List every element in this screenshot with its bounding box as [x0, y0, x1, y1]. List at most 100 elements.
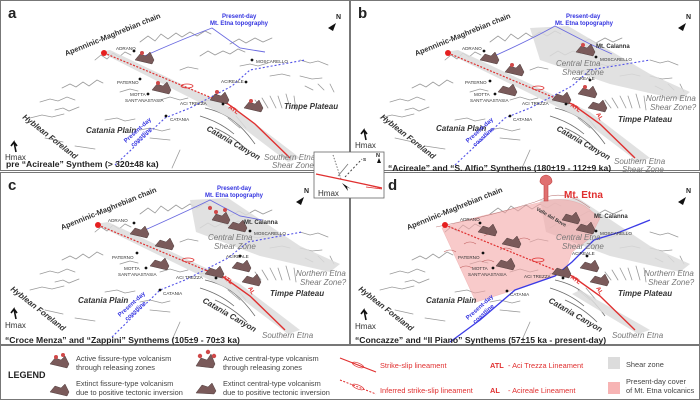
town-label: ADRANO — [116, 46, 136, 51]
town-label: CATANIA — [170, 117, 190, 122]
volcanic-centers — [129, 206, 262, 287]
hmax-arrow-icon — [342, 183, 351, 191]
lineament-label: ATL — [569, 103, 582, 115]
shear-zone-label: Northern Etna — [296, 269, 346, 278]
legend-label: - Aci Trezza Lineament — [508, 361, 583, 370]
hmax-label: Hmax — [355, 141, 376, 150]
panel-d: ADRANO PATERNO MOTTA SANT'ANASTASIA CATA… — [350, 172, 700, 345]
town-label: ACIREALE — [572, 251, 595, 256]
lineament-label: ATL — [227, 105, 240, 117]
hmax-label: Hmax — [355, 322, 376, 331]
legend-label: Strike-slip lineament — [380, 361, 447, 370]
shear-zone-label: Shear Zone? — [650, 103, 697, 112]
shear-zone-label: Southern Etna — [264, 153, 316, 162]
coastline — [454, 59, 651, 166]
town-label: MOSCARELLO — [254, 231, 286, 236]
lineament-origin — [101, 50, 107, 56]
inset-north-label: N — [376, 153, 380, 159]
legend-label: Shear zone — [626, 360, 664, 369]
shear-zone-label: Shear Zone — [562, 68, 604, 77]
legend-label: Present-day cover — [626, 377, 687, 386]
shear-zone — [572, 290, 650, 334]
legend-title: LEGEND — [8, 370, 46, 380]
topography-label: Present-day — [222, 14, 257, 20]
coastline — [111, 231, 303, 338]
legend-label: due to positive tectonic inversion — [223, 388, 330, 397]
coastline — [449, 219, 651, 343]
volcano-icon — [539, 174, 553, 202]
topography-label: Present-day — [566, 14, 601, 20]
inferred-lineament — [97, 224, 206, 271]
hmax-label: Hmax — [5, 321, 26, 330]
lineament-label: AL — [594, 286, 603, 296]
plain-label: Catania Plain — [426, 296, 476, 305]
extinct-central-volcanism-icon — [195, 382, 217, 395]
shear-zone — [100, 50, 300, 162]
town-label: MOTTA — [472, 266, 489, 271]
cover-outline — [435, 194, 591, 228]
legend-label: through releasing zones — [76, 363, 155, 372]
mt-etna-label: Mt. Etna — [564, 190, 603, 201]
panel-caption: “Concazze” and “Il Piano” Synthems (57±1… — [355, 335, 606, 345]
legend-label: Extinct fissure-type volcanism — [76, 379, 173, 388]
town-label: ACI TREZZA — [522, 101, 550, 106]
legend-label: - Acireale Lineament — [508, 386, 575, 395]
panel-letter: b — [358, 5, 367, 22]
north-arrow-icon — [678, 23, 686, 31]
lineament-symbol — [531, 257, 545, 263]
fracture-trace — [344, 158, 363, 178]
shear-zone-swatch — [608, 357, 620, 369]
lineament-symbol — [181, 257, 195, 263]
lineament-origin — [445, 50, 451, 56]
shear-zone-label: Shear Zone — [562, 242, 604, 251]
hmax-arrow-icon — [360, 128, 368, 141]
town-label: ACI TREZZA — [176, 275, 204, 280]
town-label: ADRANO — [108, 218, 128, 223]
shear-zone-label: Central Etna — [556, 59, 601, 68]
shear-zone-label: Shear Zone — [272, 161, 314, 170]
shear-zone-label: Southern Etna — [612, 331, 664, 340]
inset-hmax-label: Hmax — [318, 189, 339, 198]
north-label: N — [686, 188, 691, 195]
legend: LEGEND Active fissure-type volcanism thr… — [0, 345, 700, 400]
panel-letter: a — [8, 5, 17, 22]
lineament-label: AL — [594, 112, 603, 122]
lineament-origin — [442, 222, 448, 228]
town-label: ACIREALE — [221, 79, 244, 84]
extinct-fissure-volcanism-icon — [49, 383, 70, 397]
shear-zone-label: Northern Etna — [644, 269, 694, 278]
town-label: CATANIA — [163, 291, 183, 296]
inferred-lineament — [444, 224, 556, 271]
active-central-volcanism-icon — [195, 349, 217, 369]
stress-inset: S Hmax N — [313, 151, 385, 199]
shear-zone-label: Shear Zone — [214, 242, 256, 251]
lineament-label: AL — [246, 286, 255, 296]
shear-zone-label: Shear Zone — [622, 165, 664, 174]
inferred-strike-slip-lineament-icon — [339, 379, 377, 395]
place-label: Mt. Calanna — [244, 220, 278, 226]
town-label: CATANIA — [510, 292, 530, 297]
place-label: Mt. Calanna — [596, 44, 630, 50]
hmax-arrow-icon — [10, 307, 18, 320]
inset-lineament-arrows — [363, 183, 383, 190]
town-label: SANT'ANASTASIA — [468, 272, 508, 277]
north-label: N — [686, 14, 691, 21]
town-label: SANT'ANASTASIA — [470, 98, 510, 103]
topography-outline — [489, 25, 613, 59]
town-label: ADRANO — [460, 217, 480, 222]
shear-zone-label: Northern Etna — [646, 94, 696, 103]
town-label: MOTTA — [130, 92, 147, 97]
panel-a: ADRANO PATERNO MOTTA SANT'ANASTASIA CATA… — [0, 0, 350, 171]
plateau-label: Timpe Plateau — [618, 115, 672, 124]
shear-zone — [445, 50, 650, 162]
inferred-lineament — [447, 52, 556, 99]
panel-letter: c — [8, 177, 16, 194]
lineament-symbol — [180, 83, 194, 89]
lineament-symbol — [531, 85, 545, 91]
legend-label: Active central-type volcanism — [223, 354, 319, 363]
panel-caption: pre “Acireale” Synthem (> 320±48 ka) — [6, 159, 159, 169]
town-label: SANT'ANASTASIA — [125, 98, 165, 103]
place-label: Mt. Calanna — [594, 214, 628, 220]
topography-label: Present-day — [217, 186, 252, 192]
